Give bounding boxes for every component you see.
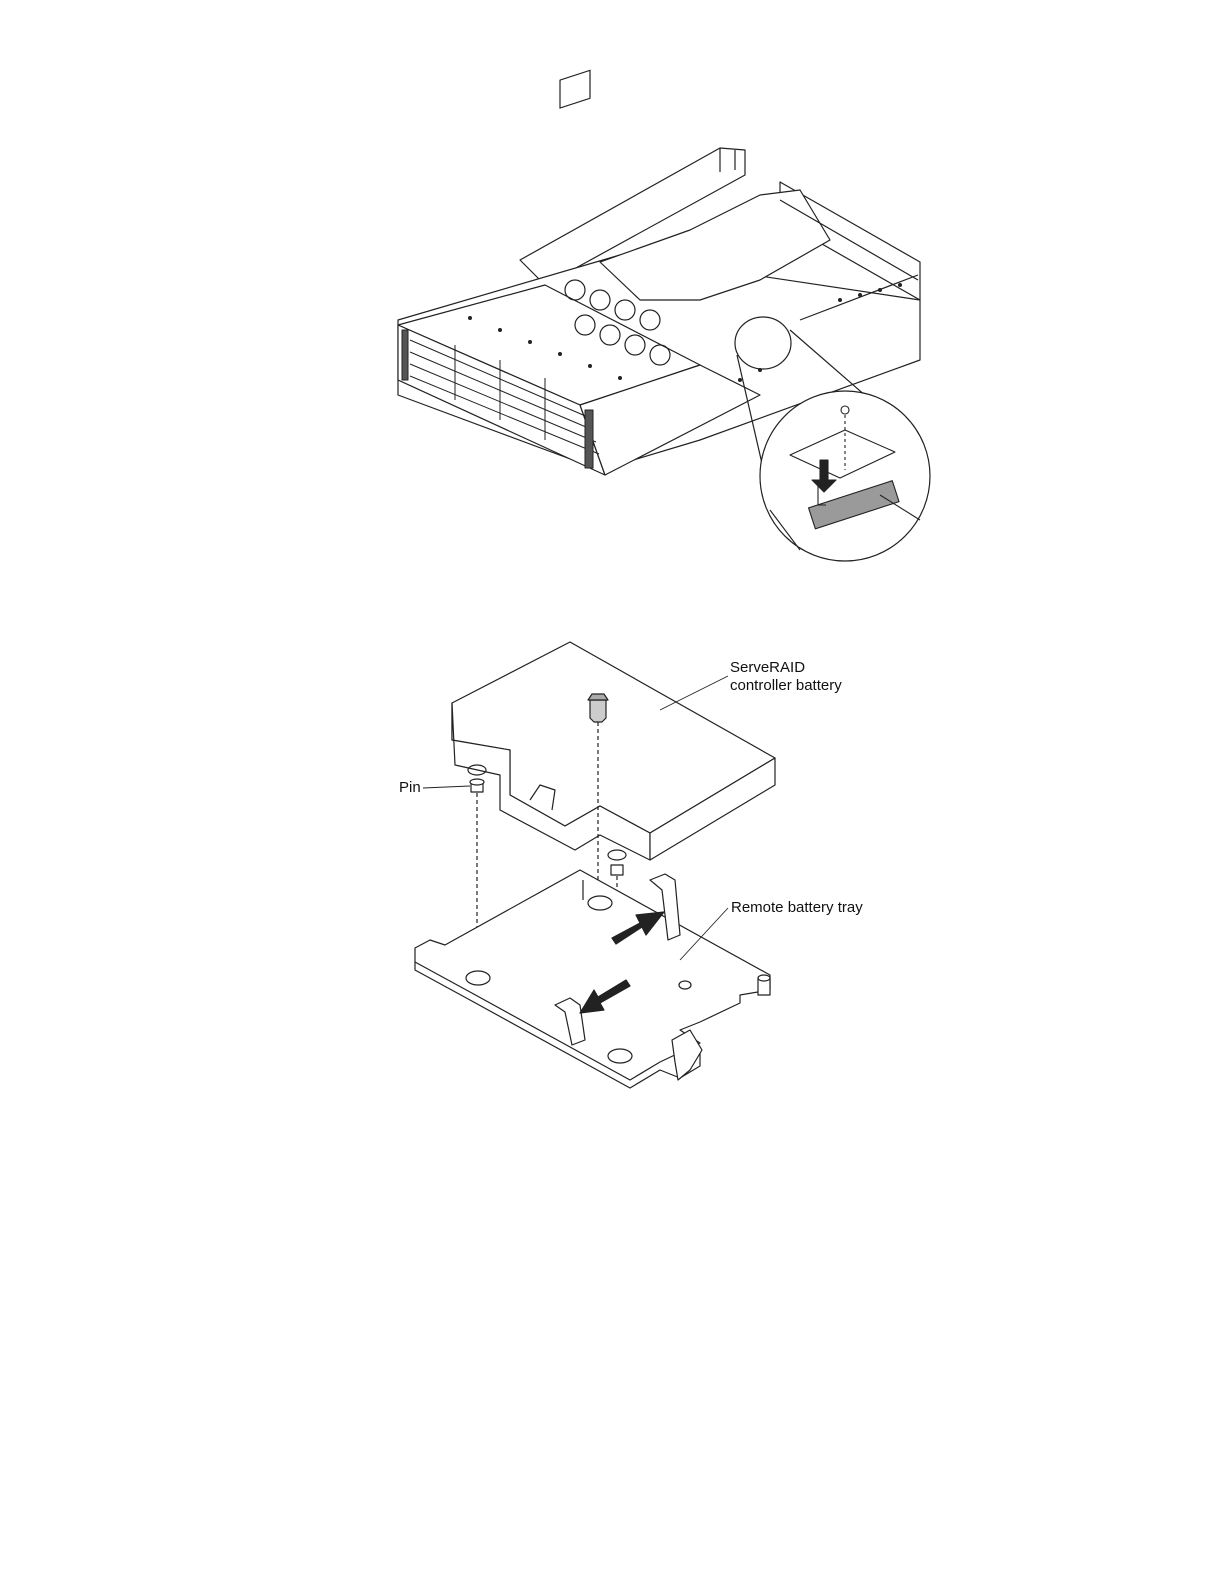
pin-left <box>468 765 486 792</box>
pin-label: Pin <box>399 779 421 797</box>
tray-plate <box>415 870 770 1080</box>
battery-front <box>452 703 650 860</box>
serveraid-battery-label: ServeRAID controller battery <box>730 659 842 695</box>
arrow-icon <box>580 980 630 1013</box>
tray-clip <box>672 1030 702 1080</box>
battery-top <box>452 642 775 833</box>
tray-hole <box>588 896 612 910</box>
battery-right-side <box>650 758 775 860</box>
remote-battery-tray <box>415 870 770 1088</box>
tray-clip <box>650 874 680 940</box>
serveraid-battery <box>452 642 775 900</box>
pin-right <box>608 850 626 875</box>
tray-hole <box>679 981 691 989</box>
battery-screw <box>588 694 608 722</box>
server-chassis-figure <box>0 0 1224 600</box>
arrow-icon <box>612 912 664 944</box>
tray-hole <box>608 1049 632 1063</box>
tray-clip <box>555 998 585 1045</box>
remote-battery-tray-label: Remote battery tray <box>731 899 863 917</box>
serveraid-battery-label-line2: controller battery <box>730 677 842 695</box>
tray-hole <box>466 971 490 985</box>
serveraid-battery-label-line1: ServeRAID <box>730 659 842 677</box>
